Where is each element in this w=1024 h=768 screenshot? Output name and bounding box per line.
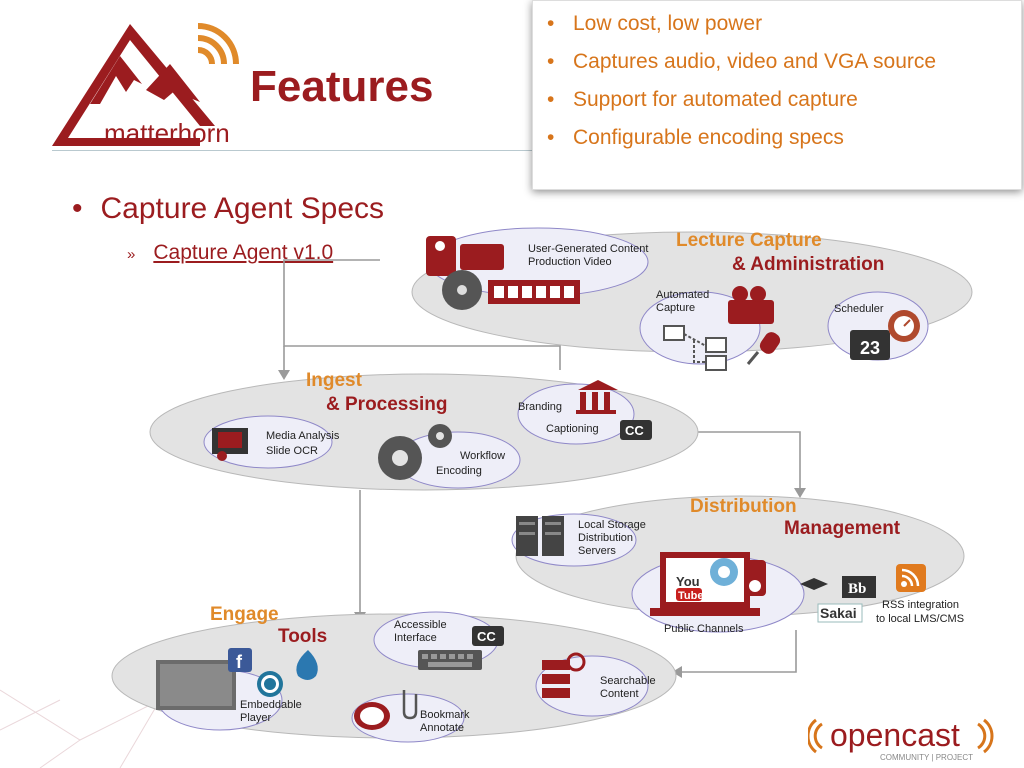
gears-icon — [378, 424, 452, 480]
speech-bubble-icon — [354, 702, 390, 730]
paperclip-icon — [402, 690, 418, 720]
search-database-icon — [542, 652, 586, 698]
blackboard-icon: Bb — [842, 576, 876, 598]
cc-label-ingest: CC — [625, 423, 644, 438]
media-player-icon — [744, 560, 766, 596]
engage-tools-section: Engage Tools Accessible Interface Search… — [111, 604, 677, 743]
accessible-label: Accessible — [394, 619, 447, 631]
itunes-icon — [710, 558, 738, 586]
opencast-logo: opencast COMMUNITY | PROJECT — [808, 717, 994, 762]
background-network — [0, 689, 162, 768]
feature-item: Captures audio, video and VGA source — [547, 47, 1011, 77]
drupal-icon — [296, 650, 318, 680]
feature-item: Support for automated capture — [547, 85, 1011, 115]
annotate-label: Annotate — [420, 722, 464, 734]
slide-ocr-label: Slide OCR — [266, 445, 318, 457]
engage-title-2: Tools — [278, 626, 327, 647]
microphone-icon — [746, 332, 781, 365]
network-icon — [663, 325, 727, 371]
branding-label: Branding — [518, 401, 562, 413]
blackboard-label: Bb — [848, 581, 866, 597]
ingest-title-1: Ingest — [306, 370, 363, 391]
distribution-label: Distribution — [578, 532, 633, 544]
main-bullet-text: Capture Agent Specs — [100, 192, 385, 225]
film-strip-icon — [488, 280, 580, 304]
closed-caption-icon: CC — [620, 420, 652, 440]
youtube-you: You — [676, 574, 700, 589]
header-divider — [52, 150, 532, 151]
local-storage-label: Local Storage — [578, 519, 646, 531]
production-video-label: Production Video — [528, 256, 612, 268]
matterhorn-logo: matterhorn — [52, 23, 239, 148]
sub-bullet: » Capture Agent v1.0 — [127, 241, 333, 265]
laptop-icon — [650, 552, 760, 616]
rss-integration-label: RSS integration — [882, 599, 959, 611]
media-analysis-label: Media Analysis — [266, 430, 340, 442]
encoding-label: Encoding — [436, 465, 482, 477]
capture-agent-link[interactable]: Capture Agent v1.0 — [153, 241, 334, 264]
lecture-capture-section: Lecture Capture & Administration User-Ge… — [411, 227, 973, 371]
slide-analysis-icon — [212, 428, 248, 461]
content-label: Content — [600, 688, 639, 700]
distribution-title-2: Management — [784, 518, 901, 539]
page-title: Features — [250, 62, 434, 111]
ingest-processing-section: Ingest & Processing Media Analysis Slide… — [149, 370, 699, 491]
connector-lines — [283, 259, 801, 673]
facebook-icon: f — [228, 648, 252, 672]
lms-cms-label: to local LMS/CMS — [876, 613, 964, 625]
bullet-dot: • — [72, 192, 83, 225]
captioning-label: Captioning — [546, 423, 599, 435]
main-bullet: • Capture Agent Specs — [72, 192, 384, 226]
interface-label: Interface — [394, 632, 437, 644]
engage-title-1: Engage — [210, 604, 279, 625]
ingest-title-2: & Processing — [326, 394, 447, 415]
opencast-text: opencast — [830, 717, 960, 753]
dvd-icon — [442, 270, 482, 310]
cc-label-engage: CC — [477, 629, 496, 644]
searchable-label: Searchable — [600, 675, 656, 687]
video-player-thumbnail — [156, 660, 236, 710]
distribution-title-1: Distribution — [690, 496, 797, 517]
calendar-icon: 23 — [850, 330, 890, 360]
capture-label: Capture — [656, 302, 695, 314]
rss-icon — [896, 564, 926, 592]
feature-item: Configurable encoding specs — [547, 123, 1011, 153]
public-channels-label: Public Channels — [664, 623, 744, 635]
clock-icon — [888, 310, 920, 342]
feature-box: Low cost, low power Captures audio, vide… — [532, 0, 1022, 190]
workflow-label: Workflow — [460, 450, 505, 462]
server-rack-icon — [516, 516, 564, 556]
ugc-label: User-Generated Content — [528, 243, 648, 255]
logo-text: matterhorn — [104, 118, 230, 148]
lecture-title-2: & Administration — [732, 254, 884, 275]
embeddable-label: Embeddable — [240, 699, 302, 711]
sakai-icon: Sakai — [817, 603, 863, 623]
keyboard-icon — [418, 650, 482, 670]
graduation-cap-icon — [800, 578, 828, 590]
building-icon — [576, 380, 618, 414]
bookmark-label: Bookmark — [420, 709, 470, 721]
closed-caption-icon: CC — [472, 626, 504, 646]
svg-text:f: f — [236, 652, 243, 672]
distribution-section: Distribution Management Local Storage Di… — [511, 495, 965, 635]
architecture-diagram: Lecture Capture & Administration User-Ge… — [0, 227, 973, 768]
lecture-title-1: Lecture Capture — [676, 230, 822, 251]
sub-bullet-marker: » — [127, 246, 136, 263]
opencast-subtext: COMMUNITY | PROJECT — [880, 753, 973, 762]
servers-label: Servers — [578, 545, 616, 557]
automated-label: Automated — [656, 289, 709, 301]
video-camera-icon — [426, 236, 504, 276]
camcorder-icon — [728, 286, 774, 324]
feature-item: Low cost, low power — [547, 9, 1011, 39]
feature-list: Low cost, low power Captures audio, vide… — [533, 1, 1021, 153]
wordpress-icon — [257, 671, 283, 697]
scheduler-label: Scheduler — [834, 303, 884, 315]
youtube-tube: Tube — [678, 590, 703, 602]
player-label: Player — [240, 712, 272, 724]
sakai-label: Sakai — [820, 605, 857, 621]
calendar-date: 23 — [860, 338, 880, 358]
